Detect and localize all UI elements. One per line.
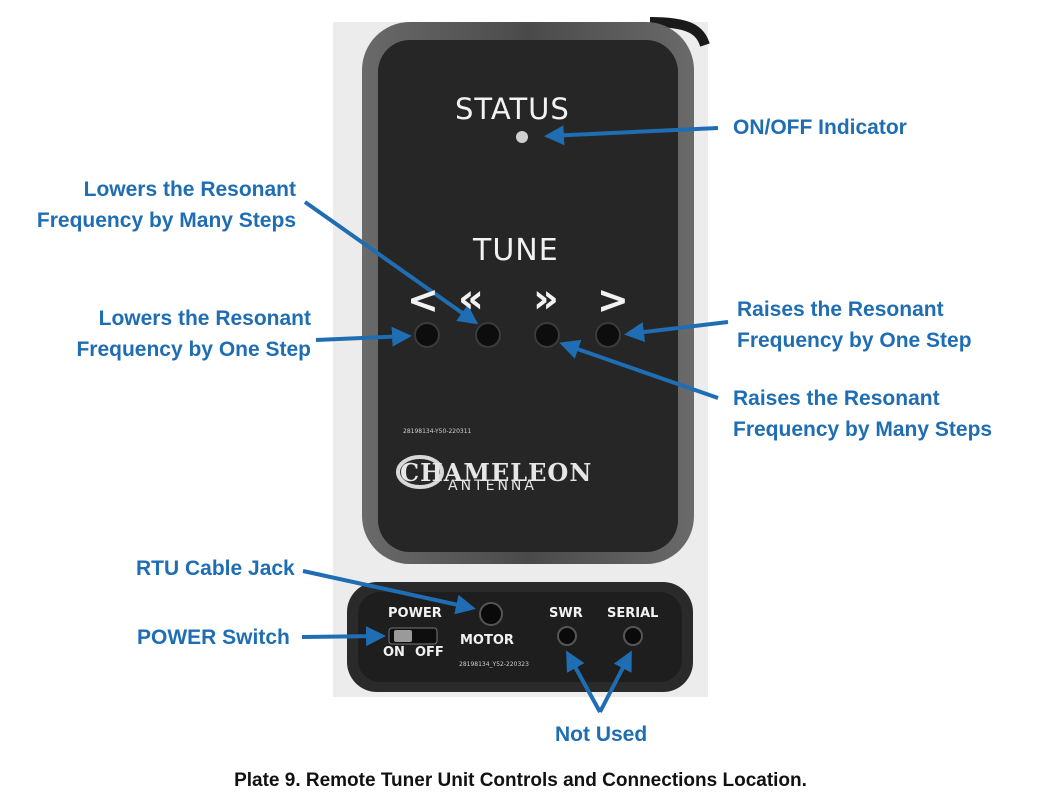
arrow-on-off [544,125,719,146]
serial-port-label: SERIAL [607,606,659,621]
power-label: POWER [388,606,442,621]
cable [649,17,710,47]
swr-label: SWR [549,606,583,621]
callout-lower-one: Lowers the Resonant Frequency by One Ste… [76,303,311,365]
callout-lower-one-line2: Frequency by One Step [76,338,311,361]
callout-not-used: Not Used [555,723,648,746]
status-led [516,131,528,143]
tune-glyph-lower-many: « [458,276,484,322]
tune-glyph-lower-one: < [407,278,439,322]
brand-name: CHAMELEON [400,458,593,487]
lower-many-steps-button[interactable] [475,322,501,348]
motor-label: MOTOR [460,633,514,648]
raise-one-step-button[interactable] [595,322,621,348]
motor-jack [479,602,503,626]
power-switch-slider[interactable] [394,630,412,642]
callout-raise-many: Raises the Resonant Frequency by Many St… [733,383,992,445]
callout-raise-one-line2: Frequency by One Step [737,329,972,352]
brand-logo-swoosh [396,455,444,489]
callout-raise-many-line2: Frequency by Many Steps [733,418,993,441]
callout-lower-many-line2: Frequency by Many Steps [36,209,296,232]
serial-jack [623,626,643,646]
arrow-not-used-swr [566,650,602,713]
serial-number-bottom: 28198134_Y52-220323 [459,661,529,668]
brand-subtitle: ANTENNA [448,478,537,494]
status-label: STATUS [455,92,570,126]
tuner-end-face [358,592,682,682]
lower-one-step-button[interactable] [414,322,440,348]
serial-number-top: 28198134-Y50-220311 [403,428,472,435]
callout-raise-many-line1: Raises the Resonant [733,387,940,410]
callout-raise-one: Raises the Resonant Frequency by One Ste… [737,294,972,356]
callout-lower-many: Lowers the Resonant Frequency by Many St… [37,174,296,236]
tune-label: TUNE [473,233,559,268]
arrow-raise-one [624,320,729,343]
arrow-lower-one [315,326,412,347]
callout-on-off: ON/OFF Indicator [733,116,907,139]
tune-glyph-raise-many: » [533,276,559,322]
tuner-face [378,40,678,552]
callout-power-switch: POWER Switch [137,626,290,649]
swr-jack [557,626,577,646]
arrow-raise-many [559,339,719,400]
off-label: OFF [415,645,444,660]
arrow-power-switch [301,626,386,647]
on-label: ON [383,645,405,660]
callout-lower-many-line1: Lowers the Resonant [83,178,296,201]
arrow-lower-many [303,200,479,325]
arrow-rtu-jack [302,569,476,615]
callout-raise-one-line1: Raises the Resonant [737,298,944,321]
tune-glyph-raise-one: > [597,278,629,322]
callout-lower-one-line1: Lowers the Resonant [98,307,311,330]
arrow-not-used-serial [598,650,632,713]
raise-many-steps-button[interactable] [534,322,560,348]
figure-caption: Plate 9. Remote Tuner Unit Controls and … [234,770,807,791]
callout-rtu-jack: RTU Cable Jack [136,557,295,580]
